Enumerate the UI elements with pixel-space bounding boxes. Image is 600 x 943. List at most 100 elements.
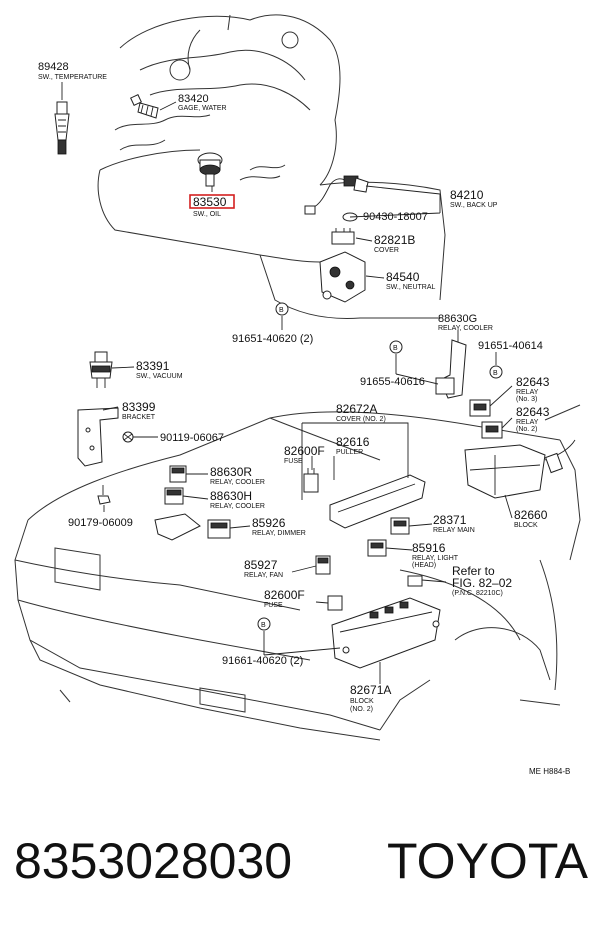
part-label-82643-no2: 82643 xyxy=(516,405,550,419)
part-desc-88630g: RELAY, COOLER xyxy=(438,325,493,332)
part-label-82672a: 82672A xyxy=(336,402,377,416)
part-desc-83530: SW., OIL xyxy=(193,211,221,218)
part-desc2-82643-no2: (No. 2) xyxy=(516,426,537,433)
part-label-83530: 83530 xyxy=(193,195,227,209)
part-label-84540: 84540 xyxy=(386,270,420,284)
relay-fan-part xyxy=(315,555,331,575)
part-desc-82643-no3: RELAY xyxy=(516,389,539,396)
refer-line-1: Refer to xyxy=(452,564,495,578)
neutral-switch-part xyxy=(319,251,366,303)
part-desc-82616: PULLER xyxy=(336,449,363,456)
part-desc-88630r: RELAY, COOLER xyxy=(210,479,265,486)
part-label-91661: 91661-40620 (2) xyxy=(222,655,303,667)
relay-no2-part xyxy=(481,421,503,439)
temperature-switch-part xyxy=(54,101,70,155)
part-desc-84210: SW., BACK UP xyxy=(450,202,498,209)
relay-no3-part xyxy=(469,399,491,417)
refer-line-2: FIG. 82–02 xyxy=(452,576,512,590)
part-label-84210: 84210 xyxy=(450,188,484,202)
cover-part xyxy=(331,228,355,245)
car-body-outline xyxy=(14,404,581,741)
part-desc-82660: BLOCK xyxy=(514,522,538,529)
parts-diagram: B B B B xyxy=(14,14,581,776)
part-desc-88630h: RELAY, COOLER xyxy=(210,503,265,510)
fuse-b-part xyxy=(327,595,343,611)
connector-part xyxy=(407,575,423,587)
highlight-box xyxy=(189,194,235,209)
leader-lines xyxy=(61,82,513,684)
part-label-90430: 90430-18007 xyxy=(363,211,428,223)
part-label-82671a: 82671A xyxy=(350,683,391,697)
part-label-88630h: 88630H xyxy=(210,489,252,503)
b-marker-text: B xyxy=(261,622,266,629)
b-marker-3: B xyxy=(257,617,271,631)
part-label-83399: 83399 xyxy=(122,400,156,414)
part-desc-89428: SW., TEMPERATURE xyxy=(38,74,107,81)
part-desc-83399: BRACKET xyxy=(122,414,156,421)
block-82660-part xyxy=(464,439,576,499)
part-label-83391: 83391 xyxy=(136,359,170,373)
water-gage-part xyxy=(130,94,159,119)
part-label-85927: 85927 xyxy=(244,558,278,572)
diagram-code: ME H884-B xyxy=(529,767,570,776)
part-label-82660: 82660 xyxy=(514,508,548,522)
relay-dimmer-part xyxy=(207,519,231,539)
relay-cooler-g-part xyxy=(435,339,467,399)
part-label-91655: 91655-40616 xyxy=(360,376,425,388)
oil-switch-part xyxy=(197,152,223,187)
part-label-82821b: 82821B xyxy=(374,233,415,247)
part-label-91651-a: 91651-40620 (2) xyxy=(232,333,313,345)
nut-90179-part xyxy=(97,485,111,505)
part-desc-83391: SW., VACUUM xyxy=(136,373,183,380)
part-label-91651-b: 91651-40614 xyxy=(478,340,543,352)
b-marker-2: B xyxy=(389,340,403,354)
part-desc2-85916: (HEAD) xyxy=(412,562,436,569)
relay-bracket-part xyxy=(154,513,201,541)
part-label-28371: 28371 xyxy=(433,513,467,527)
part-label-88630g: 88630G xyxy=(438,313,477,325)
part-label-90119: 90119-06067 xyxy=(160,432,224,444)
fuse-a-part xyxy=(303,468,319,493)
relay-cooler-h-part xyxy=(164,487,184,505)
b-marker-text: B xyxy=(393,345,398,352)
part-desc-82643-no2: RELAY xyxy=(516,419,539,426)
bracket-part xyxy=(77,407,119,467)
relay-cooler-r-part xyxy=(169,465,187,483)
part-number: 8353028030 xyxy=(14,833,293,889)
part-desc-82821b: COVER xyxy=(374,247,399,254)
b-marker-text: B xyxy=(279,307,284,314)
part-label-83420: 83420 xyxy=(178,93,209,105)
part-label-90179: 90179-06009 xyxy=(68,517,133,529)
part-desc-28371: RELAY MAIN xyxy=(433,527,475,534)
part-desc-82600f-a: FUSE xyxy=(284,458,303,465)
part-desc-82671a: BLOCK xyxy=(350,698,374,705)
b-marker-text: B xyxy=(493,370,498,377)
relay-main-part xyxy=(390,517,410,535)
b-marker-1: B xyxy=(275,302,289,316)
part-label-82600f-b: 82600F xyxy=(264,588,305,602)
refer-line-3: (P.N.C. 82210C) xyxy=(452,590,503,597)
part-desc-82600f-b: FUSE xyxy=(264,602,283,609)
part-desc-85916: RELAY, LIGHT xyxy=(412,555,459,562)
part-desc-84540: SW., NEUTRAL xyxy=(386,284,436,291)
part-label-88630r: 88630R xyxy=(210,465,252,479)
bolt-90119-part xyxy=(122,431,134,443)
labels: 89428 SW., TEMPERATURE 83420 GAGE, WATER… xyxy=(38,61,570,776)
part-desc2-82671a: (NO. 2) xyxy=(350,706,373,713)
part-desc-85927: RELAY, FAN xyxy=(244,572,283,579)
vacuum-switch-part xyxy=(89,351,113,388)
part-desc2-82643-no3: (No. 3) xyxy=(516,396,537,403)
part-desc-83420: GAGE, WATER xyxy=(178,105,227,112)
engine-outline xyxy=(97,14,446,319)
backup-switch-part xyxy=(304,175,369,222)
brand-name: TOYOTA xyxy=(387,833,588,889)
part-desc-82672a: COVER (NO. 2) xyxy=(336,416,386,423)
part-label-82616: 82616 xyxy=(336,435,370,449)
part-label-85926: 85926 xyxy=(252,516,286,530)
part-label-82600f-a: 82600F xyxy=(284,444,325,458)
relay-light-part xyxy=(367,539,387,557)
part-label-89428: 89428 xyxy=(38,61,69,73)
cover-no2-part xyxy=(329,474,426,529)
block-82671a-part xyxy=(331,597,441,669)
part-label-82643-no3: 82643 xyxy=(516,375,550,389)
